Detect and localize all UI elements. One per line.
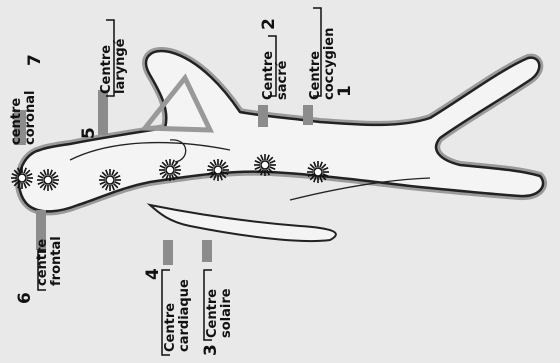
number-4: 4 — [143, 268, 163, 280]
number-6: 6 — [15, 292, 35, 304]
number-3: 3 — [201, 344, 221, 356]
chakra-larynge-icon — [99, 169, 121, 191]
chakra-frontal-icon — [37, 169, 59, 191]
arm-outline — [150, 205, 336, 241]
label-centre-frontal-line2: frontal — [49, 236, 64, 286]
number-2: 2 — [259, 18, 279, 30]
bar-centre-solaire — [202, 240, 212, 262]
chakra-sacre-icon — [254, 154, 276, 176]
bar-centre-sacre — [258, 105, 268, 127]
chakra-cardiaque-icon — [159, 159, 181, 181]
bar-centre-cardiaque — [163, 240, 173, 265]
number-5: 5 — [79, 127, 99, 139]
label-centre-coronal-line2: coronal — [23, 91, 38, 145]
label-centre-cardiaque-line2: cardiaque — [177, 279, 192, 352]
label-centre-sacre-line1: Centre — [261, 51, 276, 100]
label-centre-coccygien-line1: Centre — [308, 51, 323, 100]
bar-centre-coccygien — [303, 105, 313, 125]
label-centre-frontal-line1: centre — [35, 239, 50, 286]
chakra-coccygien-icon — [307, 161, 329, 183]
number-1: 1 — [335, 85, 355, 97]
label-centre-coronal-line1: centre — [9, 98, 24, 145]
label-centre-sacre-line2: sacré — [275, 60, 290, 100]
number-7: 7 — [25, 54, 45, 66]
label-centre-cardiaque-line1: Centre — [163, 303, 178, 352]
label-centre-larynge-line2: laryngé — [113, 38, 128, 94]
chakra-solaire-icon — [207, 159, 229, 181]
label-centre-solaire-line1: Centre — [205, 289, 220, 338]
label-centre-larynge-line1: Centre — [99, 45, 114, 94]
label-centre-solaire-line2: solaire — [219, 288, 234, 338]
chakra-coronal-icon — [11, 167, 33, 189]
